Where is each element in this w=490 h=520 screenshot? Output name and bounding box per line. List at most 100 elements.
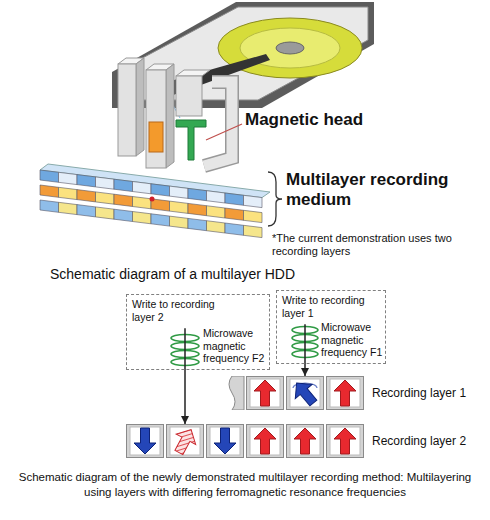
- magnetization-arrow: [294, 428, 316, 454]
- magnetic-bit: [77, 205, 96, 217]
- magnetic-bit: [225, 223, 244, 235]
- layer-label: Recording layer 2: [372, 434, 466, 448]
- magnetic-bit: [40, 185, 59, 197]
- magnetic-bit: [170, 201, 189, 213]
- head-block: [176, 76, 202, 116]
- magnetic-bit: [59, 202, 78, 214]
- write-region-box: Write to recording layer 2 Microwave magn…: [126, 294, 270, 370]
- recording-cell: [127, 425, 164, 458]
- spindle: [276, 42, 304, 54]
- magnetization-arrow: [334, 380, 356, 406]
- cell-frame: [167, 425, 204, 458]
- part-label: Magnetic head: [245, 110, 445, 130]
- magnetic-bit: [225, 208, 244, 220]
- cell-row: [126, 424, 364, 458]
- bracket: [268, 172, 282, 226]
- magnetic-bit: [40, 200, 59, 212]
- magnetic-bit: [114, 194, 133, 206]
- recording-cell: [287, 425, 324, 458]
- magnetization-arrow: [169, 424, 201, 457]
- figure-title: Schematic diagram of a multilayer HDD: [50, 266, 470, 282]
- cell-inner: [250, 427, 280, 455]
- recording-cell: [247, 425, 284, 458]
- magnetic-bit: [77, 175, 96, 187]
- magnetic-bit: [133, 182, 152, 194]
- recording-medium: [40, 164, 270, 238]
- magnetic-bit: [151, 184, 170, 196]
- recording-cell: [229, 376, 244, 410]
- recording-cell: [327, 425, 364, 458]
- magnetization-arrow: [254, 380, 276, 406]
- cell-break: [229, 376, 244, 410]
- write-pole: [176, 120, 206, 160]
- magnetic-bit: [59, 172, 78, 184]
- leader-line: [206, 124, 242, 140]
- note: *The current demonstration uses two reco…: [272, 232, 477, 257]
- layer-label: Recording layer 1: [372, 386, 466, 400]
- cell-frame: [287, 425, 324, 458]
- recording-cell: [167, 424, 204, 457]
- magnetic-bit: [244, 210, 263, 222]
- box-heading: Write to recording layer 1: [282, 294, 382, 319]
- cell-frame: [247, 425, 284, 458]
- recording-layer: Recording layer 2: [126, 424, 469, 458]
- magnetic-bit: [114, 209, 133, 221]
- frequency-label: Microwave magnetic frequency F1: [321, 321, 385, 359]
- magnetic-bit: [96, 207, 115, 219]
- cell-frame: [247, 377, 284, 410]
- magnetic-bit: [188, 218, 207, 230]
- magnetic-head: [118, 58, 232, 168]
- magnetic-bit: [207, 191, 226, 203]
- cell-frame: [127, 425, 164, 458]
- cell-frame: [287, 377, 324, 410]
- recording-cell: [207, 425, 244, 458]
- magnetization-arrow: [214, 428, 236, 454]
- cell-inner: [330, 427, 360, 455]
- head-block: [146, 70, 166, 168]
- magnetic-bit: [170, 186, 189, 198]
- head-block: [118, 64, 136, 156]
- head-block-top: [176, 70, 210, 76]
- recording-cell: [327, 377, 364, 410]
- magnetic-bit: [188, 188, 207, 200]
- magnetization-arrow: [288, 376, 322, 410]
- magnetic-bit: [244, 195, 263, 207]
- magnetic-bit: [133, 212, 152, 224]
- magnetic-bit: [170, 216, 189, 228]
- magnetic-bit: [59, 187, 78, 199]
- cell-inner: [130, 427, 160, 455]
- magnetic-bit: [77, 190, 96, 202]
- recording-cell: [287, 376, 324, 410]
- frequency-label: Microwave magnetic frequency F2: [203, 327, 267, 365]
- magnetization-arrow: [334, 428, 356, 454]
- head-block-side: [136, 58, 144, 156]
- magnetic-bit: [96, 192, 115, 204]
- write-arrow: [304, 364, 306, 376]
- return-pole-face: [204, 82, 232, 166]
- magnetic-bit: [188, 203, 207, 215]
- magnetic-bit: [133, 197, 152, 209]
- box-heading: Write to recording layer 2: [132, 298, 232, 323]
- return-pole: [204, 82, 232, 166]
- magnetic-bit: [114, 179, 133, 191]
- cell-frame: [327, 425, 364, 458]
- cell-inner: [250, 379, 280, 407]
- cell-inner: [210, 427, 240, 455]
- magnetic-bit: [96, 177, 115, 189]
- cell-inner: [290, 427, 320, 455]
- recording-cell: [247, 377, 284, 410]
- field-axis: [304, 324, 306, 364]
- magnetic-bit: [244, 225, 263, 237]
- cell-row: [226, 376, 364, 410]
- magnetic-bit: [207, 206, 226, 218]
- magnetization-arrow: [254, 428, 276, 454]
- magnetization-arrow: [134, 428, 156, 454]
- recording-layer: Recording layer 1: [226, 376, 469, 410]
- cell-inner: [330, 379, 360, 407]
- caption: Schematic diagram of the newly demonstra…: [10, 470, 480, 500]
- magnetic-bit: [207, 221, 226, 233]
- write-spot: [150, 197, 155, 202]
- write-arrow: [184, 370, 186, 424]
